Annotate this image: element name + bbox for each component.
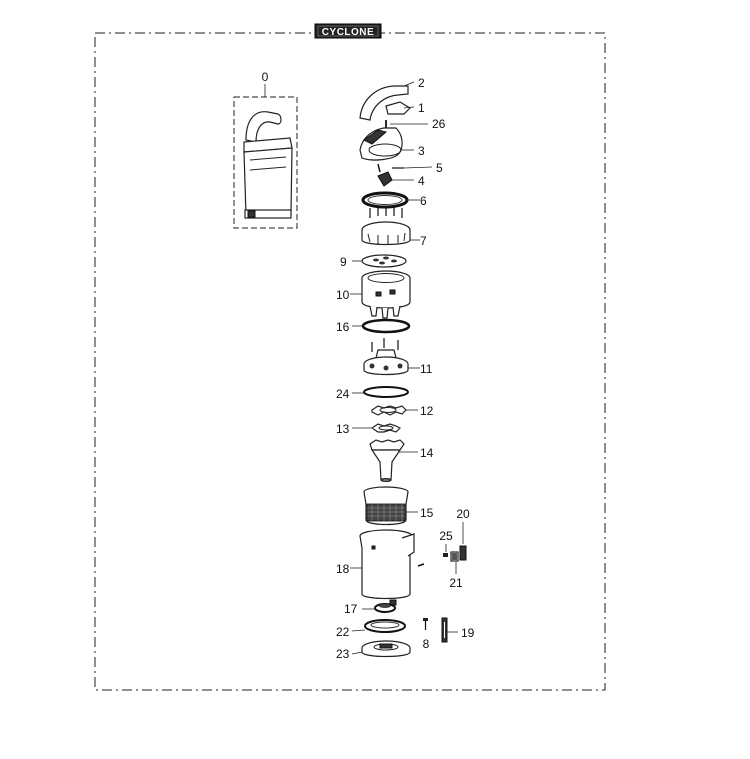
part-19-latch-bar (441, 617, 458, 643)
part-22-bottom-gasket (351, 619, 406, 633)
part-5-pin (377, 163, 433, 173)
label-11: 11 (420, 362, 433, 376)
label-17: 17 (344, 602, 358, 616)
label-26: 26 (432, 117, 446, 131)
part-18-dust-bin (350, 529, 425, 606)
label-12: 12 (420, 404, 434, 418)
part-11-separator (363, 338, 420, 376)
label-6: 6 (420, 194, 427, 208)
part-25-screw (443, 544, 448, 557)
diagram-frame (94, 32, 606, 691)
part-8-screw (423, 618, 428, 630)
label-8: 8 (423, 637, 430, 651)
part-14-funnel (369, 439, 418, 482)
label-24: 24 (336, 387, 350, 401)
part-24-ring (352, 386, 409, 398)
label-20: 20 (456, 507, 470, 521)
label-10: 10 (336, 288, 350, 302)
part-17-valve-ring (362, 603, 396, 613)
label-0: 0 (262, 70, 269, 84)
label-25: 25 (439, 529, 453, 543)
title-badge: CYCLONE (314, 23, 382, 39)
part-6-gasket (361, 191, 420, 209)
part-26-screw (385, 120, 428, 128)
part-20-latch (459, 522, 467, 561)
label-4: 4 (418, 174, 425, 188)
label-3: 3 (418, 144, 425, 158)
label-23: 23 (336, 647, 350, 661)
label-18: 18 (336, 562, 350, 576)
label-1: 1 (418, 101, 425, 115)
label-9: 9 (340, 255, 347, 269)
part-21-knob (450, 551, 459, 574)
part-16-o-ring (352, 318, 411, 334)
diagram-title: CYCLONE (322, 27, 374, 38)
label-7: 7 (420, 234, 427, 248)
part-7-filter-frame (361, 206, 420, 246)
part-9-disc (352, 254, 407, 268)
part-12-gasket (371, 405, 418, 416)
label-2: 2 (418, 76, 425, 90)
label-21: 21 (449, 576, 463, 590)
part-3-top-cover (359, 127, 414, 161)
part-13-gasket (352, 423, 402, 433)
label-19: 19 (461, 626, 475, 640)
label-15: 15 (420, 506, 434, 520)
label-14: 14 (420, 446, 434, 460)
label-5: 5 (436, 161, 443, 175)
part-2-handle (359, 85, 409, 121)
part-15-mesh-filter (363, 486, 418, 526)
part-23-bottom-lid (351, 640, 411, 658)
label-16: 16 (336, 320, 350, 334)
part-4-valve (377, 171, 414, 187)
assembly-box (233, 84, 298, 229)
label-13: 13 (336, 422, 350, 436)
label-22: 22 (336, 625, 350, 639)
part-labels: 0 2 1 26 3 5 4 6 7 9 10 16 11 24 12 13 1… (262, 70, 475, 661)
part-10-cyclone-housing (350, 270, 411, 319)
part-1-clip (385, 101, 415, 115)
